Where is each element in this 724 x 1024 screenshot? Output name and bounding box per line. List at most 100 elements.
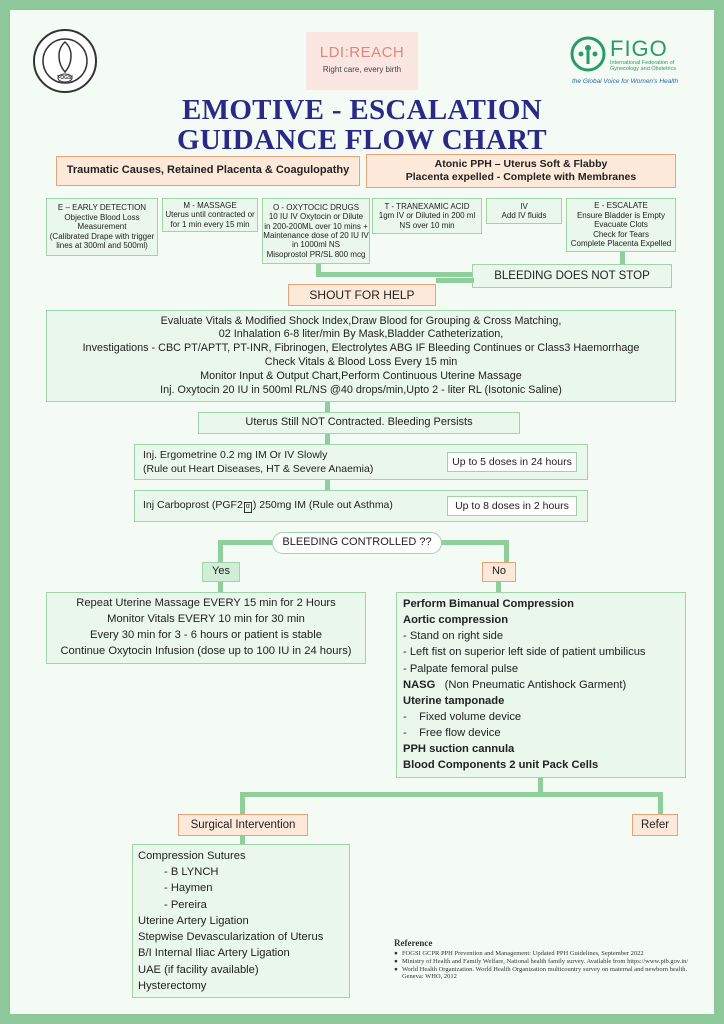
connector bbox=[240, 792, 662, 797]
surgical-item: - B LYNCH bbox=[164, 866, 219, 879]
carboprost-doses: Up to 8 doses in 2 hours bbox=[447, 496, 577, 516]
emotive-t-tranexamic: T - TRANEXAMIC ACID 1gm IV or Diluted in… bbox=[372, 198, 482, 234]
emotive-line: in 1000ml NS bbox=[291, 240, 341, 250]
emotive-head: E - ESCALATE bbox=[594, 201, 648, 211]
emotive-line: 10 IU IV Oxytocin or Dilute bbox=[268, 212, 364, 222]
fogsi-seal-text: FOGSI bbox=[57, 75, 73, 81]
surgical-item: Hysterectomy bbox=[138, 979, 207, 992]
connector bbox=[496, 582, 501, 594]
uterus-not-contracted: Uterus Still NOT Contracted. Bleeding Pe… bbox=[198, 412, 520, 434]
carboprost-alpha: α bbox=[243, 502, 252, 513]
connector bbox=[325, 434, 330, 446]
connector bbox=[620, 252, 625, 264]
yes-line: Repeat Uterine Massage EVERY 15 min for … bbox=[76, 597, 336, 610]
emotive-e-escalate: E - ESCALATE Ensure Bladder is Empty Eva… bbox=[566, 198, 676, 252]
refer: Refer bbox=[632, 814, 678, 836]
emotive-line: Maintenance dose of 20 IU IV bbox=[263, 231, 369, 240]
emotive-o-oxytocic: O - OXYTOCIC DRUGS 10 IU IV Oxytocin or … bbox=[262, 198, 370, 264]
evaluate-line: Evaluate Vitals & Modified Shock Index,D… bbox=[160, 314, 562, 327]
connector bbox=[504, 540, 509, 564]
title-line1: EMOTIVE - ESCALATION bbox=[182, 94, 542, 126]
emotive-head: IV bbox=[520, 201, 528, 211]
carboprost-text-post: ) 250mg IM (Rule out Asthma) bbox=[252, 499, 393, 511]
header-atonic-line2: Placenta expelled - Complete with Membra… bbox=[405, 171, 637, 183]
ergometrine-line2: (Rule out Heart Diseases, HT & Severe An… bbox=[143, 463, 374, 476]
connector bbox=[658, 792, 663, 814]
reference-item: ●FOGSI GCPR PPH Prevention and Managemen… bbox=[394, 950, 644, 957]
ldi-reach-brand: LDI:REACH bbox=[319, 44, 405, 61]
reference-item-text: World Health Organization. World Health … bbox=[401, 965, 688, 981]
emotive-line: NS over 10 min bbox=[399, 220, 455, 230]
header-atonic-line1: Atonic PPH – Uterus Soft & Flabby bbox=[434, 158, 608, 171]
surgical-item: Uterine Artery Ligation bbox=[138, 914, 249, 927]
connector bbox=[316, 272, 474, 277]
figo-org-line1: International Federation of bbox=[610, 60, 675, 66]
emotive-line: Complete Placenta Expelled bbox=[570, 239, 672, 249]
ldi-reach-logo: LDI:REACH Right care, every birth bbox=[306, 32, 418, 90]
connector bbox=[538, 778, 543, 794]
carboprost-doses-text: Up to 8 doses in 2 hours bbox=[455, 499, 569, 512]
surgical-intervention-text: Surgical Intervention bbox=[190, 818, 296, 831]
ergometrine-box: Inj. Ergometrine 0.2 mg IM Or IV Slowly … bbox=[134, 444, 588, 480]
surgical-item: Compression Sutures bbox=[138, 850, 246, 862]
surgical-intervention: Surgical Intervention bbox=[178, 814, 308, 836]
connector bbox=[325, 402, 330, 412]
yes-box: Repeat Uterine Massage EVERY 15 min for … bbox=[46, 592, 366, 664]
yes-line: Every 30 min for 3 - 6 hours or patient … bbox=[90, 629, 322, 641]
tamponade-item: - Free flow device bbox=[403, 727, 501, 739]
surgical-item: - Haymen bbox=[164, 882, 213, 895]
figo-tree-icon bbox=[570, 36, 606, 72]
emotive-head: O - OXYTOCIC DRUGS bbox=[272, 202, 360, 212]
emotive-line: Check for Tears bbox=[593, 229, 649, 239]
aortic-compression: Aortic compression bbox=[403, 614, 509, 627]
evaluate-line: 02 Inhalation 6-8 liter/min By Mask,Blad… bbox=[218, 328, 504, 341]
emotive-line: Uterus until contracted or bbox=[165, 210, 255, 220]
connector bbox=[240, 792, 245, 814]
emotive-line: Misoprostol PR/SL 800 mcg bbox=[266, 249, 366, 259]
bimanual-compression: Perform Bimanual Compression bbox=[403, 598, 574, 610]
emotive-head: E – EARLY DETECTION bbox=[57, 203, 147, 213]
bleeding-controlled-text: BLEEDING CONTROLLED ?? bbox=[282, 536, 432, 549]
connector bbox=[316, 264, 321, 274]
no-label-text: No bbox=[491, 565, 507, 578]
emotive-line: in 200-200ML over 10 mins + bbox=[264, 221, 368, 231]
blood-components: Blood Components 2 unit Pack Cells bbox=[403, 759, 599, 772]
header-traumatic-text: Traumatic Causes, Retained Placenta & Co… bbox=[66, 164, 350, 177]
connector bbox=[436, 278, 474, 283]
reference-item: ●Ministry of Health and Family Welfare, … bbox=[394, 957, 689, 965]
evaluate-box: Evaluate Vitals & Modified Shock Index,D… bbox=[46, 310, 676, 402]
surgical-box: Compression Sutures - B LYNCH - Haymen -… bbox=[132, 844, 350, 998]
ldi-reach-tagline: Right care, every birth bbox=[322, 65, 402, 74]
header-atonic: Atonic PPH – Uterus Soft & Flabby Placen… bbox=[366, 154, 676, 188]
figo-brand: FIGO bbox=[610, 36, 668, 61]
surgical-item: - Pereira bbox=[164, 898, 207, 911]
bleeding-does-not-stop-text: BLEEDING DOES NOT STOP bbox=[494, 269, 650, 282]
bleeding-does-not-stop: BLEEDING DOES NOT STOP bbox=[472, 264, 672, 288]
ergometrine-doses: Up to 5 doses in 24 hours bbox=[447, 452, 577, 472]
uterine-tamponade: Uterine tamponade bbox=[403, 694, 505, 707]
emotive-line: Ensure Bladder is Empty bbox=[576, 210, 666, 220]
title-line2: GUIDANCE FLOW CHART bbox=[177, 124, 547, 156]
pph-suction-cannula: PPH suction cannula bbox=[403, 743, 515, 756]
header-traumatic: Traumatic Causes, Retained Placenta & Co… bbox=[56, 156, 360, 186]
aortic-item: - Left fist on superior left side of pat… bbox=[403, 646, 646, 659]
figo-org-line2: Gynecology and Obstetrics bbox=[610, 66, 677, 72]
connector bbox=[218, 582, 223, 594]
poster: FOGSI LDI:REACH Right care, every birth … bbox=[10, 10, 714, 1014]
reference-item-text: Ministry of Health and Family Welfare, N… bbox=[401, 957, 689, 965]
aortic-item: - Palpate femoral pulse bbox=[403, 662, 519, 675]
no-box: Perform Bimanual Compression Aortic comp… bbox=[396, 592, 686, 778]
yes-line: Continue Oxytocin Infusion (dose up to 1… bbox=[60, 644, 352, 657]
no-label: No bbox=[482, 562, 516, 582]
evaluate-line: Investigations - CBC PT/APTT, PT-INR, Fi… bbox=[82, 342, 640, 355]
surgical-item: Stepwise Devascularization of Uterus bbox=[138, 931, 324, 944]
emotive-line: Add IV fluids bbox=[501, 211, 547, 220]
figo-tagline: the Global Voice for Women's Health bbox=[572, 78, 679, 85]
evaluate-line: Check Vitals & Blood Loss Every 15 min bbox=[264, 356, 458, 368]
connector bbox=[325, 480, 330, 490]
reference-title: Reference bbox=[394, 938, 433, 948]
emotive-line: (Calibrated Drape with trigger bbox=[49, 231, 155, 241]
shout-for-help-text: SHOUT FOR HELP bbox=[309, 287, 415, 302]
evaluate-line: Inj. Oxytocin 20 IU in 500ml RL/NS @40 d… bbox=[160, 383, 562, 396]
